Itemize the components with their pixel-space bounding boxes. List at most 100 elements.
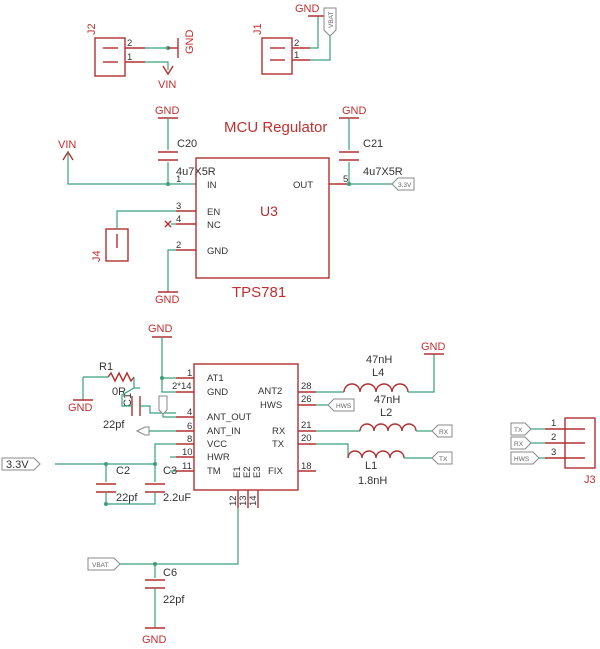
- gnd-symbol-r1: GND: [68, 399, 93, 414]
- j3-rx-label: RX: [514, 441, 524, 448]
- c21-label: C21: [363, 138, 383, 150]
- u3-gnd-sym-label: GND: [155, 294, 180, 306]
- vbat-tag-j1: VBAT: [323, 7, 337, 37]
- regulator-title: MCU Regulator: [224, 119, 327, 136]
- mod-pin6: 6: [187, 421, 192, 432]
- j3-hws-label: HWS: [514, 456, 530, 463]
- mod-pin14: 14: [248, 495, 259, 506]
- mod-pin4: 4: [187, 407, 192, 418]
- c1-label: C1: [122, 393, 134, 407]
- resistor-r1: R1 0R: [99, 361, 135, 398]
- u3-pin4: 4: [176, 214, 181, 225]
- j2-pin1: 1: [127, 52, 132, 63]
- c21-gnd-label: GND: [342, 105, 367, 117]
- c3-value: 2.2uF: [163, 492, 191, 504]
- c20-label: C20: [177, 138, 197, 150]
- tx-tag-j3: TX: [510, 422, 532, 436]
- v33-tag-reg: 3.3V: [391, 177, 415, 191]
- vin-symbol-reg: VIN: [58, 139, 76, 161]
- mod-ant-in: ANT_IN: [207, 426, 241, 437]
- u3-name: U3: [260, 203, 278, 219]
- j2-gnd-label: GND: [184, 30, 196, 55]
- mod-vcc: VCC: [207, 439, 227, 450]
- mod-tm: TM: [207, 466, 221, 477]
- c2-value: 22pf: [116, 492, 138, 504]
- mod-ant-out: ANT_OUT: [207, 412, 252, 423]
- l1-label: L1: [365, 460, 377, 472]
- gnd-symbol-j1: GND: [295, 3, 328, 17]
- l4-label: L4: [372, 367, 384, 379]
- u3-en-label: EN: [207, 207, 220, 218]
- rx-tag-mod: RX: [431, 424, 453, 438]
- c1-value: 22pf: [103, 419, 125, 431]
- mod-e3: E3: [252, 466, 263, 478]
- r1-gnd-label: GND: [68, 402, 93, 414]
- gnd-symbol-c20: GND: [155, 105, 180, 119]
- mod-pin18: 18: [301, 461, 312, 472]
- mod-pin26: 26: [301, 394, 312, 405]
- j1-gnd-label: GND: [295, 3, 320, 15]
- mod-gnd-top-label: GND: [148, 323, 173, 335]
- u3-value: TPS781: [232, 284, 286, 301]
- u3-out-label: OUT: [293, 180, 313, 191]
- mod-e1: E1: [232, 466, 243, 478]
- mod-pin28: 28: [301, 381, 312, 392]
- mod-pin10: 10: [182, 447, 193, 458]
- c20-gnd-label: GND: [155, 105, 180, 117]
- regulator-u3: IN OUT EN NC GND U3 TPS781 1 5 3 4 2: [176, 157, 349, 301]
- vin-symbol-j2: VIN: [158, 65, 176, 91]
- gnd-symbol-j2: GND: [168, 30, 196, 58]
- r1-label: R1: [99, 361, 113, 373]
- capacitor-c21: C21 4u7X5R: [339, 138, 403, 178]
- gnd-symbol-mod-top: GND: [148, 323, 173, 338]
- ant-out-tag: [158, 395, 168, 415]
- u3-in-label: IN: [207, 180, 217, 191]
- mod-pin21: 21: [301, 420, 312, 431]
- hws-tag-j3: HWS: [510, 451, 540, 465]
- rx-tag-j3: RX: [510, 436, 532, 450]
- c6-label: C6: [163, 567, 177, 579]
- l4-gnd-label: GND: [421, 341, 446, 353]
- vbat-tag-mod: VBAT: [87, 557, 121, 571]
- c21-value: 4u7X5R: [363, 166, 403, 178]
- j2-pin2: 2: [127, 38, 132, 49]
- connector-j1: J1 2 1: [252, 23, 310, 75]
- j3-pin2: 2: [551, 432, 556, 443]
- mod-pin20: 20: [301, 433, 312, 444]
- gnd-symbol-u3: GND: [155, 291, 180, 306]
- mod-pin8: 8: [187, 434, 192, 445]
- j1-label: J1: [252, 23, 264, 35]
- mod-pin11: 11: [182, 461, 192, 472]
- u3-gnd-label: GND: [207, 246, 228, 257]
- mod-tx-tag-label: TX: [439, 456, 448, 463]
- mod-hws: HWS: [260, 400, 282, 411]
- inductor-l2: 47nH L2: [359, 394, 417, 432]
- j2-label: J2: [86, 23, 98, 35]
- mod-ant2: ANT2: [258, 386, 282, 397]
- mod-tx: TX: [272, 439, 285, 450]
- l2-value: 47nH: [374, 394, 400, 406]
- mod-pin13: 13: [238, 495, 249, 506]
- gnd-symbol-c6: GND: [142, 627, 167, 646]
- u3-pin1: 1: [176, 174, 181, 185]
- gnd-symbol-l4: GND: [421, 341, 446, 355]
- mod-pin12: 12: [228, 495, 239, 506]
- j1-pin2: 2: [294, 38, 299, 49]
- ant-in-tag: [135, 426, 150, 436]
- mod-vbat-label: VBAT: [92, 562, 109, 569]
- gps-module: AT1 GND ANT_OUT ANT_IN VCC HWR TM ANT2 H…: [172, 363, 316, 508]
- mod-rx-tag-label: RX: [439, 429, 449, 436]
- tx-tag-mod: TX: [431, 451, 453, 465]
- mod-at1: AT1: [207, 373, 224, 384]
- c6-value: 22pf: [163, 594, 185, 606]
- u3-pin3: 3: [176, 201, 181, 212]
- c2-label: C2: [116, 465, 130, 477]
- l2-label: L2: [380, 407, 392, 419]
- j1-pin1: 1: [294, 50, 299, 61]
- j3-tx-label: TX: [514, 427, 523, 434]
- mod-e2: E2: [242, 466, 253, 478]
- connector-j3: 1 2 3 J3: [545, 417, 596, 486]
- connector-j4: J4: [91, 228, 129, 262]
- mod-gnd: GND: [207, 387, 228, 398]
